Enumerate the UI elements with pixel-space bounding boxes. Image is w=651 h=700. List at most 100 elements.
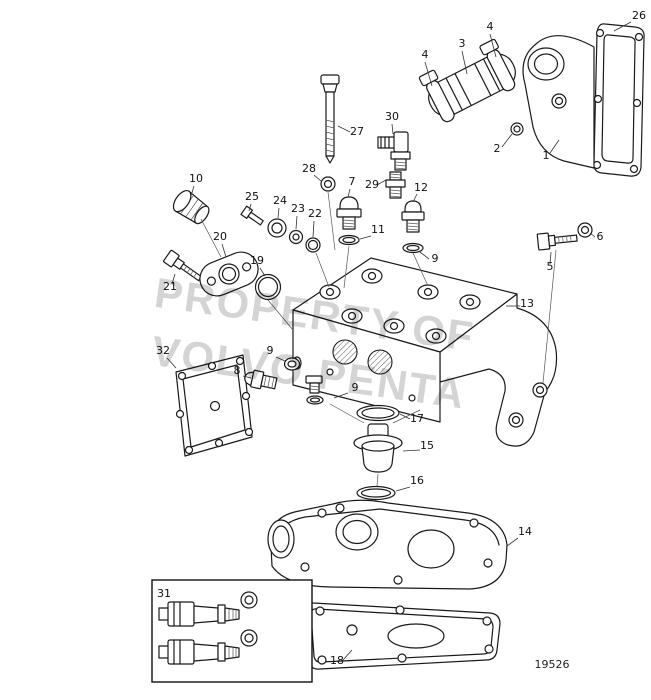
callout-number-28[interactable]: 28 [302,162,316,175]
callout-leader-4 [424,61,433,87]
part-bolt-27 [320,74,340,164]
callout-leader-2 [501,133,513,148]
callout-leader-3 [461,50,468,75]
callout-leader-18 [342,649,353,661]
part-plug-9c [305,375,324,405]
hose-clamp-right [479,38,516,92]
callout-number-21[interactable]: 21 [163,280,177,293]
callout-number-30[interactable]: 30 [385,110,399,123]
callout-leader-19 [259,267,266,277]
callout-number-8[interactable]: 8 [234,364,241,377]
callout-leader-4 [489,33,497,58]
part-flange-20 [199,251,259,297]
part-plug-10 [172,190,210,225]
part-lower-housing-14 [267,499,508,590]
callout-number-10[interactable]: 10 [189,172,203,185]
callout-leader-28 [313,174,322,182]
callout-number-17[interactable]: 17 [410,412,424,425]
callout-number-11[interactable]: 11 [371,223,385,236]
part-bolt-21 [163,249,203,282]
callout-number-6[interactable]: 6 [597,230,604,243]
part-gasket-18 [304,602,501,670]
callout-number-31[interactable]: 31 [157,587,171,600]
callout-number-9[interactable]: 9 [432,252,439,265]
part-oring-19 [254,273,282,301]
callout-leader-24 [277,207,280,219]
inset-box [151,579,313,683]
callout-number-29[interactable]: 29 [365,178,379,191]
callout-number-16[interactable]: 16 [410,474,424,487]
callout-number-18[interactable]: 18 [330,654,344,667]
callout-leader-26 [613,21,632,32]
callout-leader-20 [221,243,227,258]
callout-number-4[interactable]: 4 [422,48,429,61]
callout-leader-9 [419,251,430,260]
callout-number-3[interactable]: 3 [459,37,466,50]
callout-leader-12 [412,193,418,203]
callout-leader-14 [506,537,519,547]
part-bolt-5 [536,232,578,251]
part-temperature-sensor-31a [158,591,258,627]
part-washer-2 [510,122,524,136]
callout-leader-21 [171,273,176,285]
callout-number-23[interactable]: 23 [291,202,305,215]
callout-leader-9 [333,392,349,399]
part-hose-assembly [418,38,516,123]
callout-leader-5 [549,251,552,265]
callout-number-25[interactable]: 25 [245,190,259,203]
callout-number-9[interactable]: 9 [267,344,274,357]
callout-number-32[interactable]: 32 [156,344,170,357]
part-plug-12 [401,200,425,233]
callout-number-4[interactable]: 4 [487,20,494,33]
callout-leader-22 [312,220,315,238]
part-oring-17 [356,404,400,422]
callout-leader-8 [242,375,252,379]
part-washer-11 [338,234,360,246]
callout-number-7[interactable]: 7 [349,175,356,188]
callout-leader-32 [166,357,177,369]
callout-leader-30 [391,123,394,135]
part-washer-9b [283,357,301,371]
part-side-cover-32 [175,354,254,457]
callout-number-9[interactable]: 9 [352,381,359,394]
callout-number-26[interactable]: 26 [632,9,646,22]
callout-leader-17 [399,413,411,420]
callout-leader-10 [190,185,195,197]
callout-leader-11 [359,235,372,240]
part-oring-22 [305,237,321,253]
part-plug-7 [336,196,362,230]
part-nipple-fitting-29 [385,171,406,199]
callout-number-2[interactable]: 2 [494,142,501,155]
callout-number-22[interactable]: 22 [308,207,322,220]
figure-number: 19526 [535,658,570,671]
callout-leader-9 [275,356,286,362]
part-thermostat-15 [353,423,403,473]
part-plug-8 [244,369,278,390]
callout-leader-25 [248,203,252,212]
part-elbow-fitting-30 [377,131,411,171]
callout-leader-23 [295,215,298,230]
part-washer-9a [402,242,424,254]
callout-leader-6 [589,232,596,238]
part-sleeve-23 [288,229,304,245]
callout-number-19[interactable]: 19 [250,254,264,267]
part-washer-28 [320,176,336,192]
callout-leader-16 [395,486,411,492]
part-washer-6 [577,222,593,238]
part-end-cover [522,23,645,177]
callout-number-20[interactable]: 20 [213,230,227,243]
callout-number-5[interactable]: 5 [547,260,554,273]
callout-number-14[interactable]: 14 [518,525,532,538]
callout-number-1[interactable]: 1 [543,149,550,162]
callout-number-12[interactable]: 12 [414,181,428,194]
callout-leader-15 [402,449,421,452]
callout-number-24[interactable]: 24 [273,194,287,207]
callout-leader-7 [347,188,351,198]
callout-number-13[interactable]: 13 [520,297,534,310]
callout-number-15[interactable]: 15 [420,439,434,452]
callout-leader-29 [376,179,387,186]
callout-number-27[interactable]: 27 [350,125,364,138]
